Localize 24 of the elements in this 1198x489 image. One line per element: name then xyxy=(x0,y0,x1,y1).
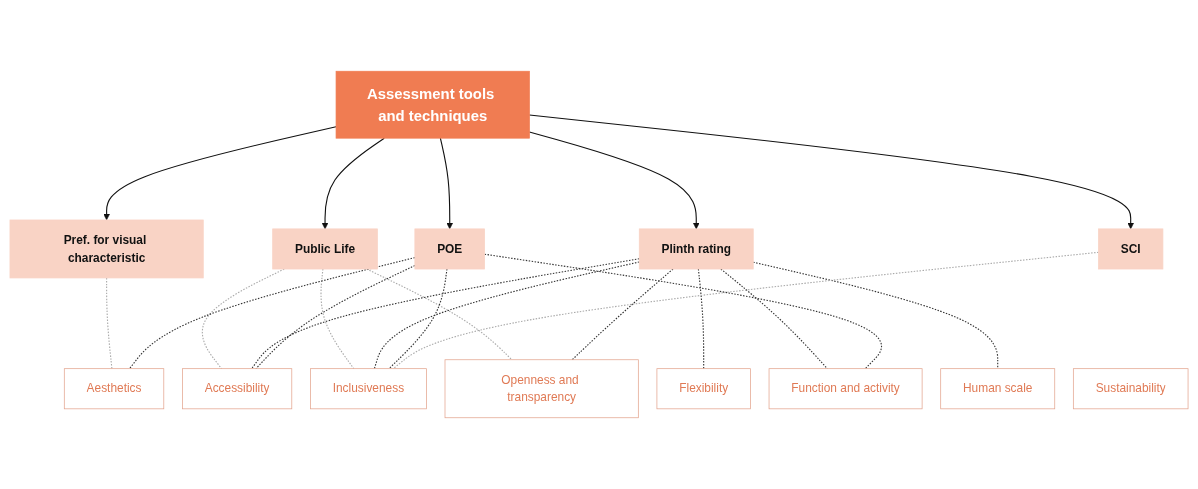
node-box: SCI xyxy=(1098,228,1164,270)
connector xyxy=(251,258,640,370)
arrow xyxy=(103,126,337,221)
node-box: Function and activity xyxy=(768,368,923,410)
node-box: POE xyxy=(414,228,485,270)
node-box: Plinth rating xyxy=(638,228,754,270)
arrow xyxy=(321,137,385,230)
connector xyxy=(373,261,640,370)
node-box: Flexibility xyxy=(656,368,751,410)
node-box: Inclusiveness xyxy=(310,368,427,410)
node-box: Openness and transparency xyxy=(444,359,639,419)
connector xyxy=(129,257,416,370)
node-box: Pref. for visual characteristic xyxy=(9,219,204,279)
node-box: Public Life xyxy=(272,228,378,270)
connector xyxy=(255,265,416,370)
node-box: Accessibility xyxy=(182,368,293,410)
node-box: Sustainability xyxy=(1072,368,1189,410)
arrow xyxy=(439,137,453,230)
connector xyxy=(484,253,883,370)
arrow xyxy=(528,114,1134,230)
node-box: Human scale xyxy=(940,368,1056,410)
node-box: Aesthetics xyxy=(63,368,165,410)
node-box: Assessment tools and techniques xyxy=(335,70,530,139)
arrow xyxy=(528,131,700,230)
